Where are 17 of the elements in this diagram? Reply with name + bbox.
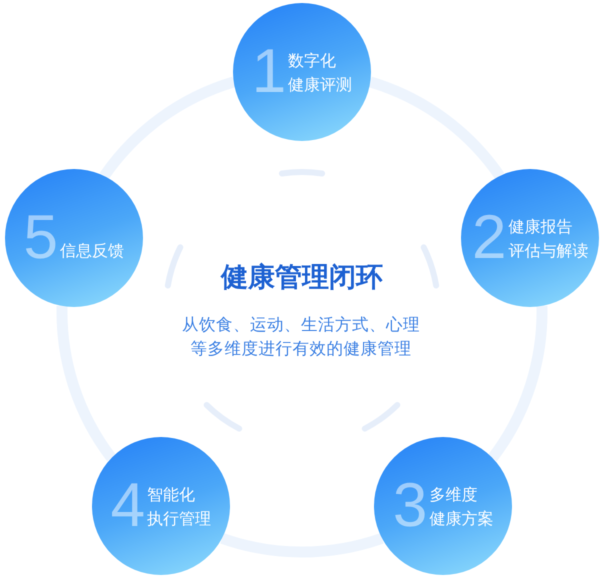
description-text: 从饮食、运动、生活方式、心理等多维度进行有效的健康管理 (182, 314, 420, 360)
step-label: 多维度健康方案 (429, 484, 494, 530)
step-label: 信息反馈 (60, 240, 124, 262)
step-label: 数字化健康评测 (288, 50, 352, 96)
ring-arc (56, 306, 116, 462)
ring-arc (220, 533, 384, 558)
step-number: 5 (23, 214, 58, 261)
step-number: 3 (392, 483, 428, 530)
step-label: 健康报告评估与解读 (508, 216, 588, 262)
step-label: 智能化执行管理 (147, 484, 212, 530)
step-number: 1 (252, 49, 286, 95)
ring-arc (100, 76, 236, 180)
step-number: 2 (472, 214, 506, 261)
ring-arc (368, 76, 504, 180)
ring-arc (488, 306, 548, 462)
center-title: 健康管理闭环 (221, 262, 383, 294)
step-number: 4 (110, 483, 146, 530)
